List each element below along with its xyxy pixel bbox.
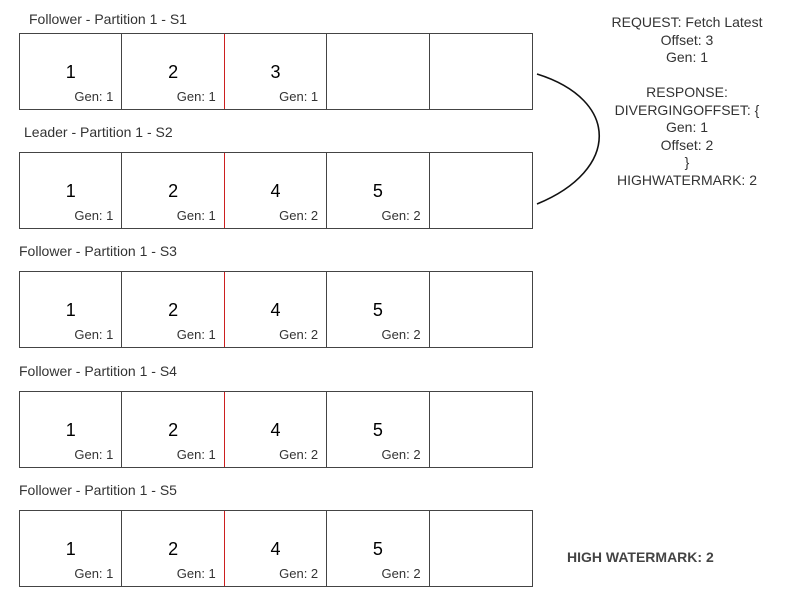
generation-label: Gen: 2 [279,566,319,581]
generation-label: Gen: 1 [74,566,114,581]
offset-value: 2 [168,300,179,320]
high-watermark-label: HIGH WATERMARK: 2 [567,549,714,565]
offset-value: 1 [65,62,76,82]
generation-label: Gen: 2 [381,566,421,581]
generation-label: Gen: 2 [279,447,319,462]
generation-label: Gen: 1 [74,327,114,342]
offset-value: 2 [168,181,179,201]
generation-label: Gen: 2 [381,447,421,462]
generation-label: Gen: 2 [381,327,421,342]
offset-value: 3 [270,62,281,82]
response-line: DIVERGINGOFFSET: { [614,101,760,118]
offset-value: 1 [65,420,76,440]
request-line: REQUEST: Fetch Latest [611,14,763,30]
partition-title: Leader - Partition 1 - S2 [24,124,173,140]
offset-value: 1 [65,181,76,201]
partition-title: Follower - Partition 1 - S3 [19,243,177,259]
response-line: HIGHWATERMARK: 2 [616,171,757,188]
generation-label: Gen: 2 [279,327,319,342]
offset-value: 2 [168,420,179,440]
log-cell [327,34,430,109]
generation-label: Gen: 1 [176,208,216,223]
offset-value: 5 [372,300,383,320]
offset-value: 4 [270,420,281,440]
generation-label: Gen: 1 [176,447,216,462]
request-line: Gen: 1 [665,49,709,65]
partition-title: Follower - Partition 1 - S4 [19,363,177,379]
generation-label: Gen: 1 [74,447,114,462]
offset-value: 1 [65,300,76,320]
generation-label: Gen: 1 [176,89,216,104]
generation-label: Gen: 1 [74,208,114,223]
response-line: Gen: 1 [665,119,709,135]
offset-value: 2 [168,62,179,82]
generation-label: Gen: 1 [176,327,216,342]
partition-title: Follower - Partition 1 - S5 [19,482,177,498]
request-line: Offset: 3 [660,31,714,48]
offset-value: 4 [270,539,281,559]
fetch-connector-path [536,73,601,205]
generation-label: Gen: 1 [176,566,216,581]
offset-value: 2 [168,539,179,559]
offset-value: 1 [65,539,76,559]
generation-label: Gen: 1 [279,89,319,104]
offset-value: 5 [372,420,383,440]
generation-label: Gen: 2 [279,208,319,223]
generation-label: Gen: 1 [74,89,114,104]
offset-value: 4 [270,181,281,201]
offset-value: 5 [372,181,383,201]
response-line: } [684,154,690,170]
partition-title: Follower - Partition 1 - S1 [29,11,187,27]
generation-label: Gen: 2 [381,208,421,223]
response-line: RESPONSE: [646,84,728,100]
offset-value: 5 [372,539,383,559]
response-line: Offset: 2 [660,136,714,153]
offset-value: 4 [270,300,281,320]
fetch-exchange: REQUEST: Fetch Latest Offset: 3 Gen: 1 R… [587,14,787,189]
